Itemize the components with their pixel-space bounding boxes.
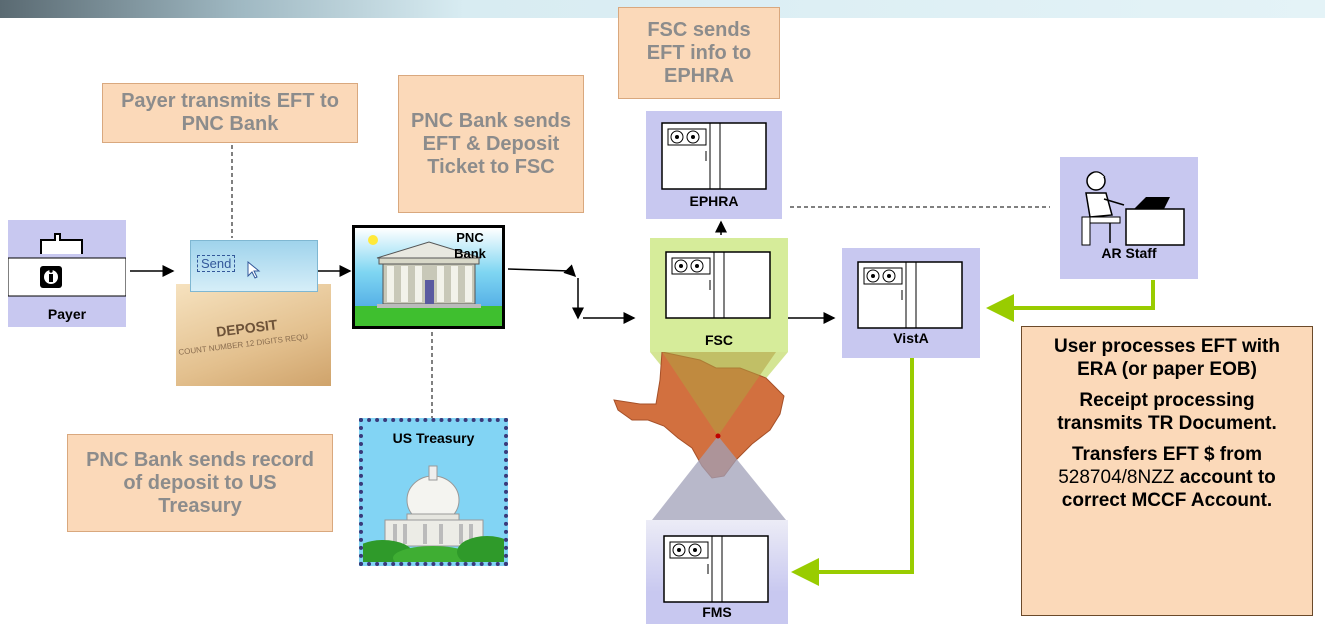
send-button-image: Send [197, 255, 236, 272]
server-icon [665, 251, 771, 319]
pnc-bank-label: PNC Bank [454, 230, 486, 261]
fms-node: FMS [646, 520, 788, 624]
info-line-1: User processes EFT with ERA (or paper EO… [1054, 336, 1280, 380]
fms-spotlight [652, 436, 786, 520]
ar-staff-label: AR Staff [1101, 245, 1157, 261]
process-info-box: User processes EFT with ERA (or paper EO… [1021, 326, 1313, 616]
cursor-icon [247, 261, 261, 279]
callout-pnc-sends-eft: PNC Bank sends EFT & Deposit Ticket to F… [398, 75, 584, 213]
fsc-spotlight-overlay [662, 352, 776, 436]
ephra-label: EPHRA [689, 193, 739, 209]
ephra-node: EPHRA [646, 111, 782, 219]
callout-payer-transmits: Payer transmits EFT to PNC Bank [102, 83, 358, 143]
payer-node: Payer [8, 220, 126, 327]
us-treasury-node: US Treasury [359, 418, 508, 566]
fsc-node: FSC [650, 238, 788, 352]
server-icon [857, 261, 963, 329]
info-line-3-prefix: Transfers EFT $ from [1071, 444, 1263, 465]
ar-staff-node: AR Staff [1060, 157, 1198, 279]
payer-person-icon [8, 233, 126, 297]
texas-location-dot [715, 433, 721, 439]
vista-label: VistA [893, 330, 929, 346]
server-icon [663, 535, 769, 603]
fms-label: FMS [702, 604, 732, 620]
office-worker-icon [1081, 171, 1185, 246]
bank-building-icon [355, 235, 502, 326]
arrow-pnc-fsc-step [507, 264, 577, 278]
callout-pnc-sends-record: PNC Bank sends record of deposit to US T… [67, 434, 333, 532]
server-icon [661, 122, 767, 190]
pnc-bank-node: PNC Bank [352, 225, 505, 329]
info-line-3: Transfers EFT $ from 528704/8NZZ account… [1036, 443, 1298, 512]
info-line-3-suffix: account to correct MCCF Account. [1061, 467, 1276, 511]
info-line-2: Receipt processing transmits TR Document… [1057, 390, 1277, 434]
green-arrow-ar-vista [986, 280, 1155, 322]
callout-fsc-sends: FSC sends EFT info to EPHRA [618, 7, 780, 99]
payer-label: Payer [47, 306, 87, 322]
green-arrow-vista-fms [791, 358, 914, 586]
vista-node: VistA [842, 248, 980, 358]
capitol-building-icon [363, 465, 504, 562]
us-treasury-label: US Treasury [392, 430, 475, 446]
info-account-number: 528704/8NZZ [1058, 467, 1175, 488]
send-screenshot: Send [190, 240, 318, 292]
deposit-photo: DEPOSIT COUNT NUMBER 12 DIGITS REQU [176, 284, 331, 386]
fsc-label: FSC [705, 332, 733, 348]
